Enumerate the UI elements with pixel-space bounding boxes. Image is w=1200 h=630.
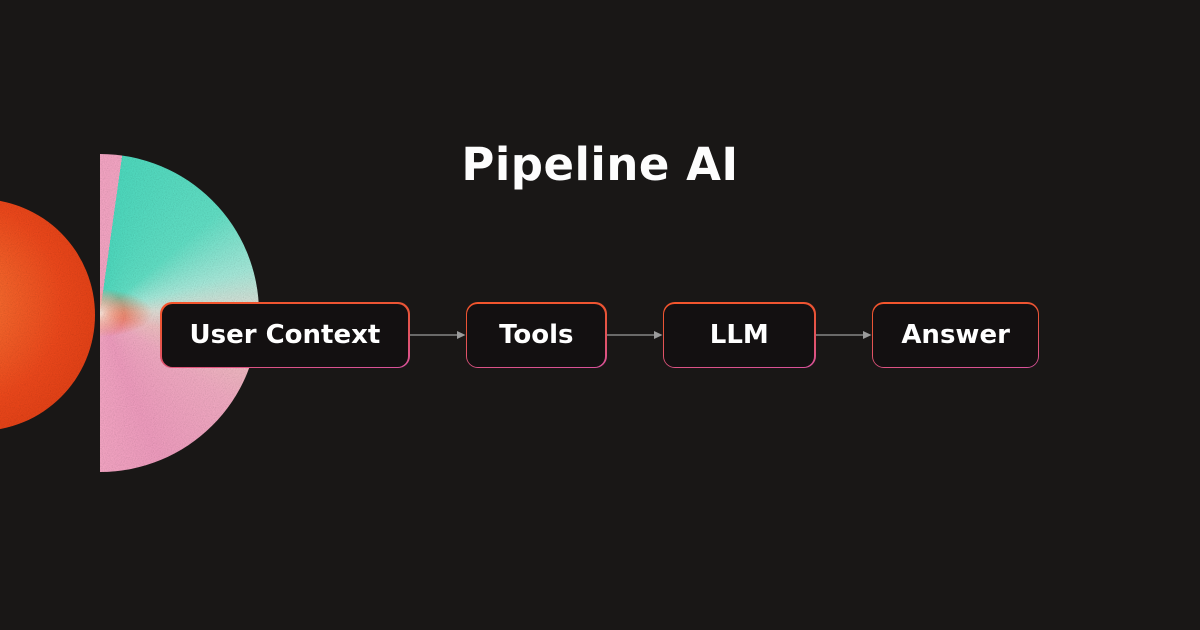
orange-circle-shape — [0, 199, 95, 431]
flow-connector — [606, 329, 663, 341]
node-label: Answer — [873, 303, 1038, 367]
page-title: Pipeline AI — [461, 138, 739, 191]
node-label: LLM — [664, 303, 815, 367]
flow-connector — [815, 329, 872, 341]
arrow-right-icon — [606, 331, 663, 339]
arrow-right-icon — [815, 331, 872, 339]
node-label: Tools — [467, 303, 606, 367]
flow-node-tools: Tools — [465, 302, 607, 368]
node-label: User Context — [161, 303, 409, 367]
pipeline-flow: User Context Tools LLM — [160, 302, 1040, 368]
flow-node-answer: Answer — [871, 302, 1040, 368]
flow-node-llm: LLM — [662, 302, 816, 368]
grain-texture — [0, 199, 95, 431]
arrow-right-icon — [409, 331, 466, 339]
flow-connector — [409, 329, 466, 341]
flow-node-user-context: User Context — [160, 302, 410, 368]
